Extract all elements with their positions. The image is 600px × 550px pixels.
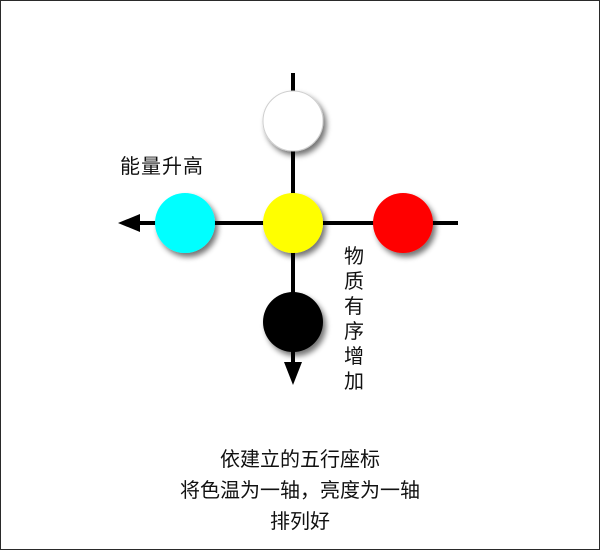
red-circle — [373, 193, 433, 253]
caption-line-2: 将色温为一轴，亮度为一轴 — [180, 478, 420, 502]
black-circle — [263, 292, 323, 352]
yellow-circle — [263, 193, 323, 253]
caption-line-1: 依建立的五行座标 — [220, 447, 380, 471]
cyan-circle — [155, 193, 215, 253]
caption: 依建立的五行座标 将色温为一轴，亮度为一轴 排列好 — [0, 444, 600, 537]
energy-rising-label: 能量升高 — [120, 154, 204, 178]
white-circle — [262, 90, 324, 152]
caption-line-3: 排列好 — [270, 509, 330, 533]
left-arrowhead — [118, 214, 140, 232]
down-arrowhead — [284, 362, 302, 385]
matter-order-label: 物质有序增加 — [344, 244, 364, 393]
